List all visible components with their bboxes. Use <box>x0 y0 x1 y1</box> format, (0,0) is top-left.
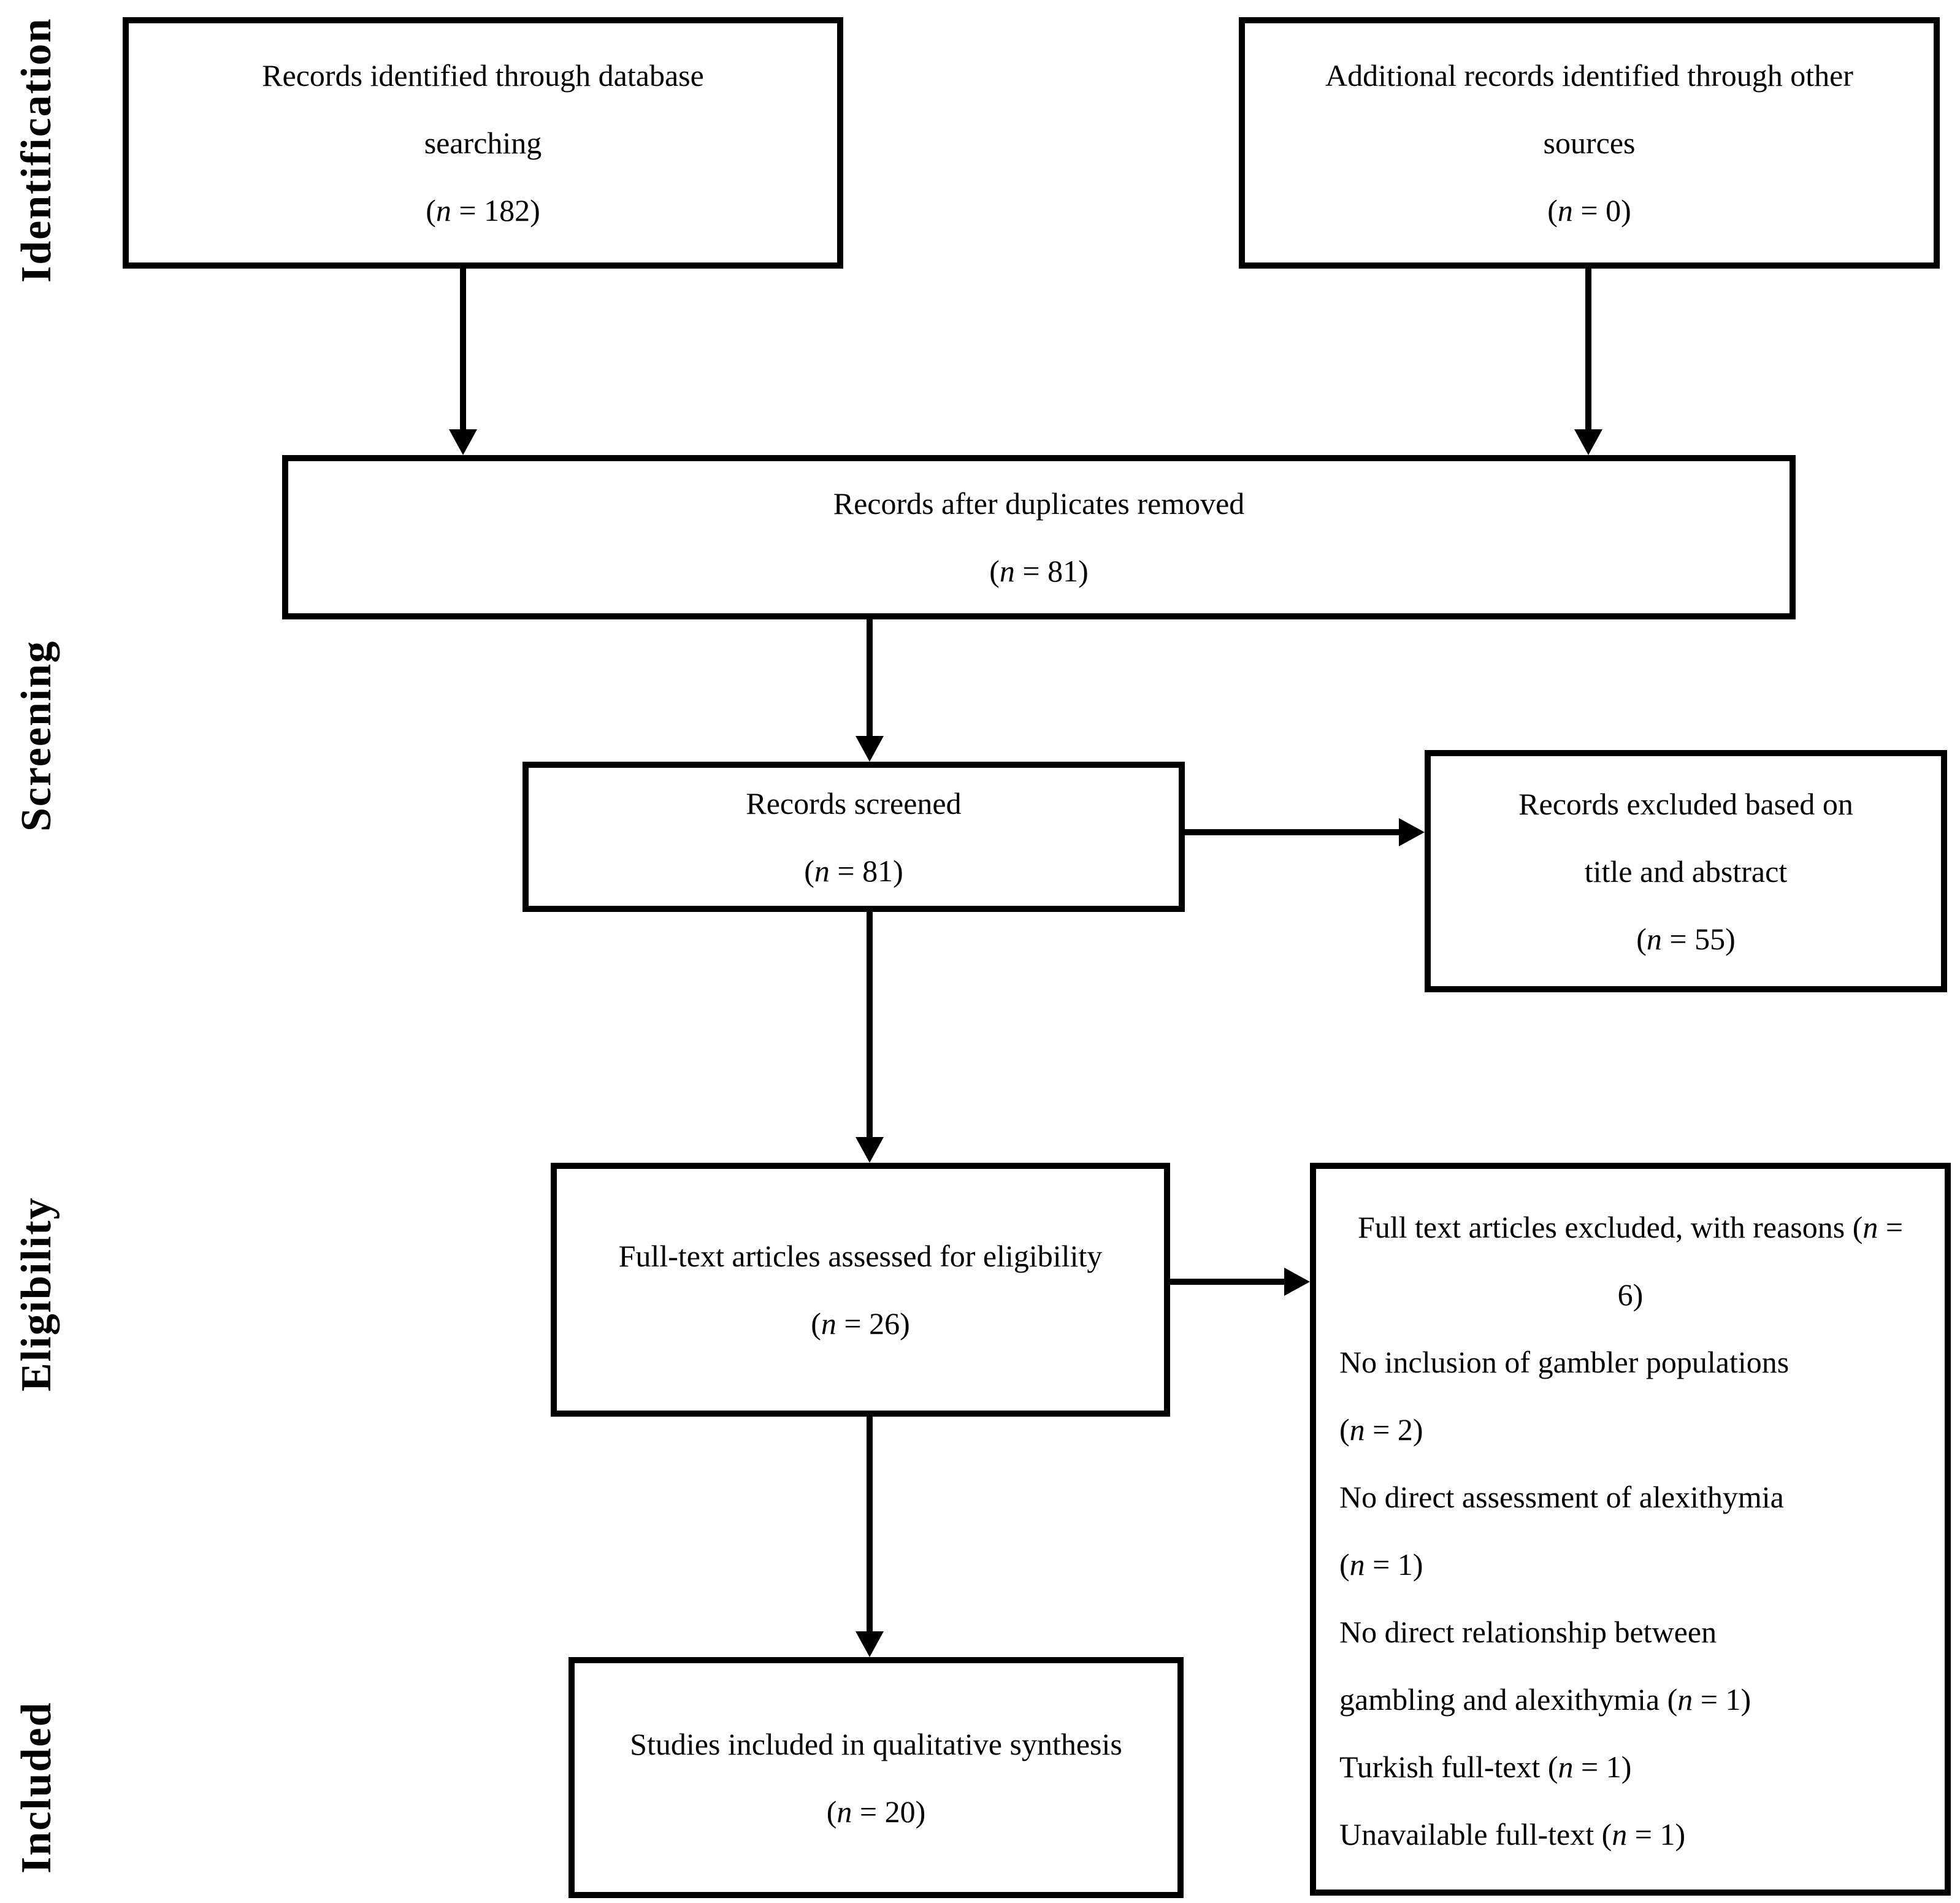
box-records-after-duplicates: Records after duplicates removed (n = 81… <box>282 455 1796 619</box>
arrow-othersources-to-duplicates-line <box>1585 269 1591 432</box>
box-fulltext-assessed-count: (n = 26) <box>811 1306 910 1341</box>
arrow-screened-to-excluded-head <box>1399 818 1425 846</box>
stage-label-identification: Identification <box>13 17 60 283</box>
stage-label-screening: Screening <box>13 640 60 832</box>
arrow-database-to-duplicates-head <box>449 429 477 455</box>
box-records-screened-count: (n = 81) <box>804 853 903 888</box>
arrow-fulltext-to-included-head <box>856 1631 884 1657</box>
exclusion-reason-line: Turkish full-text (n = 1) <box>1339 1750 1632 1784</box>
box-records-after-duplicates-text: Records after duplicates removed <box>833 486 1245 521</box>
exclusion-reason-line: No direct relationship between gambling … <box>1339 1615 1751 1717</box>
box-records-screened: Records screened (n = 81) <box>523 762 1185 912</box>
box-studies-included-synthesis-count: (n = 20) <box>826 1794 926 1829</box>
box-additional-records-other-sources: Additional records identified through ot… <box>1239 17 1940 269</box>
arrow-duplicates-to-screened-head <box>856 736 884 762</box>
exclusion-reasons-list: No inclusion of gambler populations (n =… <box>1339 1328 1921 1868</box>
box-records-excluded-title-abstract-count: (n = 55) <box>1636 921 1736 956</box>
arrow-duplicates-to-screened-line <box>867 619 873 737</box>
box-fulltext-assessed: Full-text articles assessed for eligibil… <box>551 1163 1170 1417</box>
exclusion-reason-line: No inclusion of gambler populations (n =… <box>1339 1345 1790 1447</box>
box-records-after-duplicates-count: (n = 81) <box>989 554 1089 588</box>
arrow-fulltext-to-excluded-head <box>1284 1268 1310 1296</box>
box-fulltext-excluded-reasons: Full text articles excluded, with reason… <box>1310 1163 1951 1896</box>
box-records-screened-text: Records screened <box>746 786 962 821</box>
arrow-fulltext-to-excluded-line <box>1170 1279 1287 1285</box>
box-records-excluded-title-abstract-text: Records excluded based on title and abst… <box>1518 786 1853 889</box>
arrow-screened-to-fulltext-line <box>867 912 873 1138</box>
box-studies-included-synthesis: Studies included in qualitative synthesi… <box>568 1657 1184 1898</box>
box-records-identified-database-count: (n = 182) <box>426 193 540 228</box>
box-studies-included-synthesis-text: Studies included in qualitative synthesi… <box>630 1726 1122 1761</box>
arrow-database-to-duplicates-line <box>460 269 466 432</box>
exclusion-reason-line: Unavailable full-text (n = 1) <box>1339 1817 1686 1851</box>
arrow-fulltext-to-included-line <box>867 1417 873 1633</box>
box-records-identified-database-text: Records identified through database sear… <box>262 58 704 160</box>
arrow-othersources-to-duplicates-head <box>1574 429 1602 455</box>
box-additional-records-other-sources-count: (n = 0) <box>1547 193 1631 228</box>
box-additional-records-other-sources-text: Additional records identified through ot… <box>1325 58 1853 160</box>
stage-label-eligibility: Eligibility <box>13 1197 60 1392</box>
box-fulltext-assessed-text: Full-text articles assessed for eligibil… <box>618 1239 1103 1273</box>
box-fulltext-excluded-reasons-heading: Full text articles excluded, with reason… <box>1357 1210 1904 1312</box>
stage-label-included: Included <box>13 1701 60 1874</box>
arrow-screened-to-fulltext-head <box>856 1137 884 1163</box>
box-records-excluded-title-abstract: Records excluded based on title and abst… <box>1425 750 1947 992</box>
box-records-identified-database: Records identified through database sear… <box>123 17 843 269</box>
exclusion-reason-line: No direct assessment of alexithymia (n =… <box>1339 1480 1784 1582</box>
arrow-screened-to-excluded-line <box>1185 829 1400 835</box>
